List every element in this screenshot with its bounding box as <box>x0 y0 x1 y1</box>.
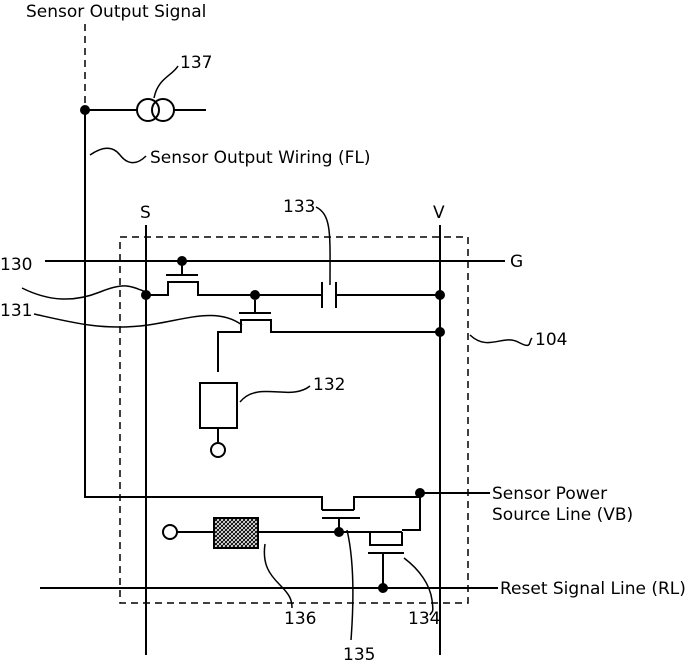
driving-tft-131 <box>218 300 445 372</box>
photodiode-136 <box>163 518 402 608</box>
sensor-output-wiring-label: Sensor Output Wiring (FL) <box>150 148 371 168</box>
line-g-label: G <box>510 252 523 272</box>
pixel-boundary-104 <box>120 237 468 603</box>
ref-104-label: 104 <box>535 330 567 350</box>
sensor-power-label-2: Source Line (VB) <box>492 505 633 525</box>
ref-104-leader <box>470 335 532 345</box>
switching-tft-130 <box>141 256 255 300</box>
ref-137-label: 137 <box>180 53 212 73</box>
ref-131-leader <box>34 314 242 327</box>
ref-136-label: 136 <box>284 609 316 629</box>
ref-132-label: 132 <box>313 375 345 395</box>
storage-capacitor-133 <box>250 207 445 308</box>
ref-134-label: 134 <box>408 609 440 629</box>
ref-131-label: 131 <box>0 301 32 321</box>
sensor-power-label-1: Sensor Power <box>492 484 607 504</box>
fl-leader-line <box>90 148 146 162</box>
current-source-137 <box>85 66 206 121</box>
sensor-output-signal-label: Sensor Output Signal <box>26 2 206 22</box>
ref-135-label: 135 <box>343 645 375 665</box>
sensor-power-source-line-vb <box>354 488 490 530</box>
line-s-label: S <box>140 203 151 223</box>
reset-signal-line-label: Reset Signal Line (RL) <box>500 579 686 599</box>
ref-130-label: 130 <box>0 255 32 275</box>
ref-133-label: 133 <box>283 197 315 217</box>
line-v-label: V <box>433 203 445 223</box>
el-element-132 <box>200 383 310 457</box>
